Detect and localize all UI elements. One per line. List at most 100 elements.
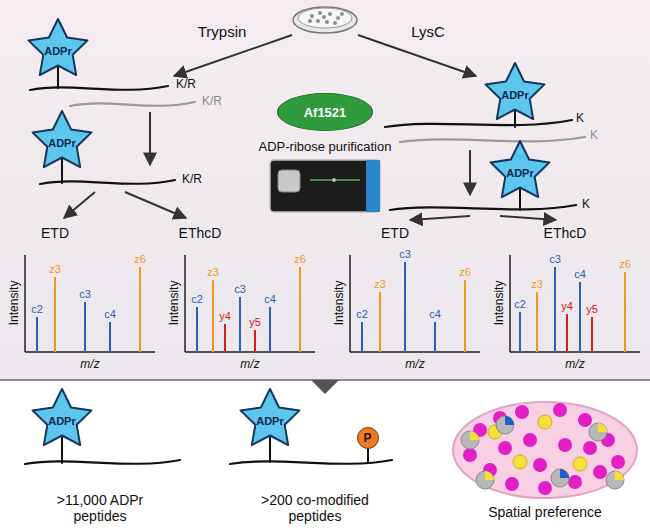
spectrum-peak	[269, 307, 271, 352]
method-label: ETD	[381, 225, 409, 241]
result-text: >200 co-modified peptides	[250, 492, 380, 524]
af1521-ellipse: Af1521	[277, 93, 373, 131]
spectrum-peak	[579, 282, 581, 352]
star-label: ADPr	[506, 167, 534, 179]
ion-label: c3	[549, 253, 561, 266]
axis-label: Intensity	[8, 281, 22, 326]
axis	[349, 255, 351, 352]
spectrum-peak	[464, 280, 466, 352]
yellow-dot	[573, 457, 587, 471]
star-label: ADPr	[48, 137, 76, 149]
spectrum-peak	[434, 322, 436, 352]
spectrum-peak	[624, 272, 626, 352]
spectrum-peak	[139, 267, 141, 352]
magenta-dot	[533, 458, 547, 472]
magenta-dot	[505, 477, 519, 491]
magenta-dot	[523, 433, 537, 447]
magenta-dot	[538, 481, 552, 495]
star-label: ADPr	[501, 89, 529, 101]
axis	[185, 351, 315, 353]
result-text: Spatial preference	[488, 504, 602, 520]
cell-dot	[328, 12, 332, 16]
adpr-star: ADPr	[487, 137, 553, 203]
pie-dot	[551, 469, 569, 487]
star-label: ADPr	[48, 415, 76, 427]
pie-slice	[485, 471, 494, 480]
spectrum-peak	[404, 262, 406, 352]
spectrum-peak	[254, 330, 256, 352]
cell-dot	[316, 19, 320, 23]
adpr-star: ADPr	[482, 59, 548, 125]
ion-label: z3	[531, 278, 543, 291]
cell-dot	[322, 15, 326, 19]
star-label: ADPr	[256, 415, 284, 427]
ion-label: c2	[514, 298, 526, 311]
pie-dot	[606, 471, 624, 489]
step-label: ADP-ribose purification	[259, 140, 392, 155]
magenta-dot	[558, 438, 572, 452]
cell-dot	[310, 14, 314, 18]
axis	[24, 255, 26, 352]
magenta-dot	[463, 448, 477, 462]
ion-label: c2	[356, 308, 368, 321]
residue-label: K/R	[182, 173, 202, 187]
residue-label: K	[590, 129, 598, 143]
spectrum-peak	[196, 307, 198, 352]
magenta-dot	[583, 441, 597, 455]
axis-label: m/z	[240, 358, 259, 372]
cell	[453, 402, 637, 498]
ion-label: c3	[234, 283, 246, 296]
adpr-star: ADPr	[25, 15, 91, 81]
axis-label: Intensity	[493, 281, 507, 326]
adpr-star: ADPr	[29, 107, 95, 173]
ion-label: c3	[399, 248, 411, 261]
cell-dot	[325, 20, 329, 24]
spectra	[25, 255, 640, 352]
pie-dot	[496, 416, 514, 434]
method-label: EThcD	[544, 225, 587, 241]
result-text: >11,000 ADPr peptides	[40, 492, 160, 524]
magenta-dot	[593, 465, 607, 479]
top-ground	[0, 0, 650, 380]
axis-label: m/z	[405, 358, 424, 372]
axis	[510, 351, 640, 353]
pie-slice	[615, 471, 624, 480]
cell-dot	[340, 12, 344, 16]
magenta-dot	[498, 441, 512, 455]
spectrum-peak	[36, 317, 38, 352]
axis	[25, 351, 155, 353]
pie-slice	[560, 469, 569, 478]
star-outline	[33, 389, 92, 445]
spectrum-peak	[299, 267, 301, 352]
method-label: ETD	[41, 225, 69, 241]
residue-label: K	[582, 198, 590, 212]
ion-label: y4	[561, 300, 573, 313]
spectrum-peak	[84, 302, 86, 352]
cell-dot	[336, 16, 340, 20]
star-outline	[491, 141, 550, 197]
residue-label: K	[576, 112, 584, 126]
magenta-dot	[611, 455, 625, 469]
ion-label: z3	[374, 278, 386, 291]
mass-spectrometer	[270, 160, 380, 212]
spectrum-peak	[536, 292, 538, 352]
ion-label: c2	[31, 303, 43, 316]
pie-slice	[470, 431, 479, 440]
phospho-circle: P	[357, 427, 379, 449]
peptide-chains	[25, 52, 585, 464]
protein-label: Af1521	[304, 105, 347, 120]
axis-label: Intensity	[333, 281, 347, 326]
spectrum-peak	[379, 292, 381, 352]
phospho-label: P	[363, 431, 371, 445]
ion-label: c3	[79, 288, 91, 301]
petri-dish	[293, 7, 357, 33]
spectrum-peak	[239, 297, 241, 352]
ion-label: z6	[134, 253, 146, 266]
spectrum-peak	[109, 322, 111, 352]
magenta-dot	[578, 413, 592, 427]
ion-label: c4	[429, 308, 441, 321]
spectrum-peak	[212, 280, 214, 352]
magenta-dot	[568, 475, 582, 489]
residue-label: K/R	[176, 78, 196, 92]
